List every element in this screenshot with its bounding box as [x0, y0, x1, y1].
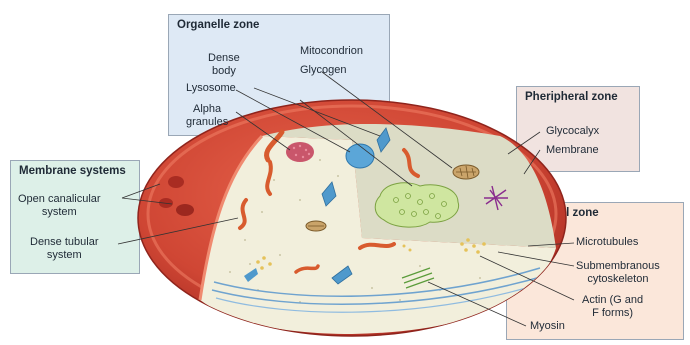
label-myosin: Myosin: [530, 320, 565, 333]
label-mitocondrion: Mitocondrion: [300, 45, 363, 58]
label-membrane: Membrane: [546, 144, 599, 157]
label-alpha-granules: Alpha granules: [186, 103, 228, 129]
label-dense-body: Dense body: [208, 52, 240, 78]
label-lysosome: Lysosome: [186, 82, 236, 95]
canalicular-opening: [176, 204, 194, 216]
label-glycogen: Glycogen: [300, 64, 346, 77]
canalicular-opening: [168, 176, 184, 188]
label-actin: Actin (G and F forms): [582, 294, 643, 320]
label-submembranous: Submembranous cytoskeleton: [576, 260, 660, 286]
lysosome: [346, 144, 374, 168]
label-microtubules: Microtubules: [576, 236, 638, 249]
label-glycocalyx: Glycocalyx: [546, 125, 599, 138]
label-dense-tubular: Dense tubular system: [30, 236, 99, 262]
label-open-canalicular: Open canalicular system: [18, 193, 101, 219]
